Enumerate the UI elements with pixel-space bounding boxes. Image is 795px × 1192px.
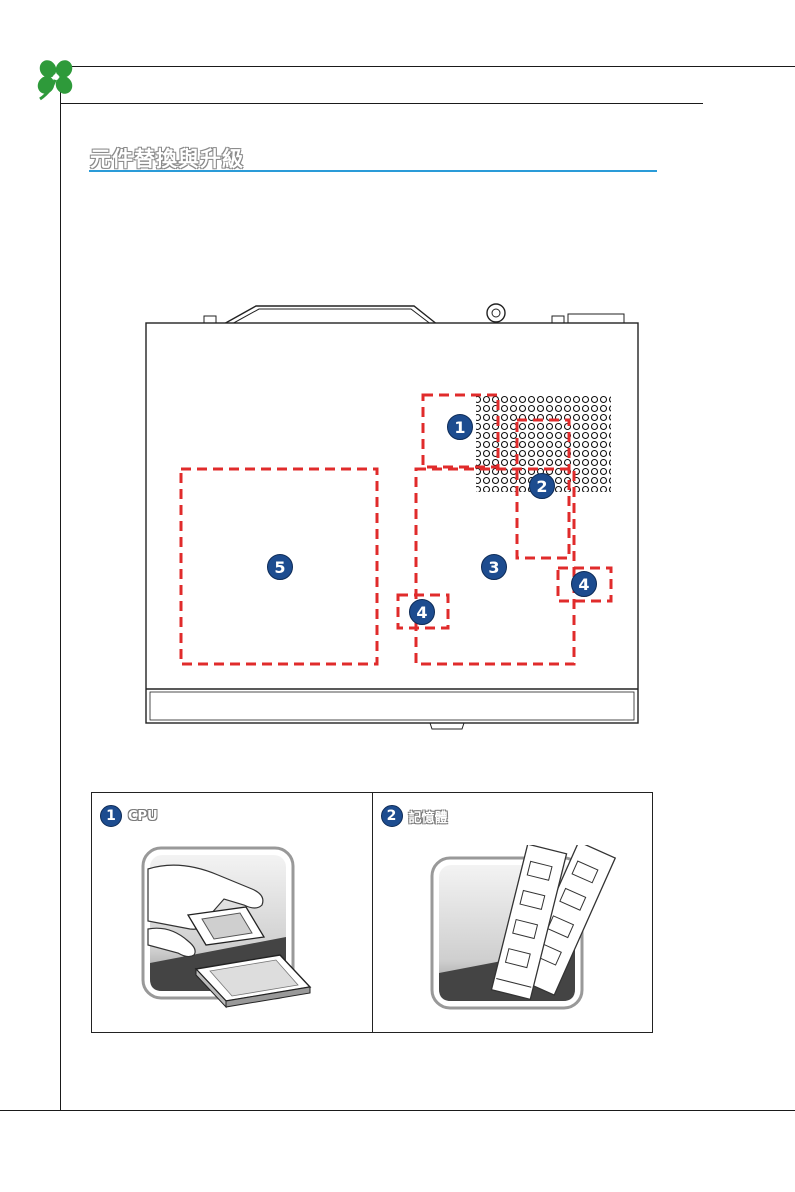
panel-memory-label: 記憶體 [409, 807, 448, 826]
memory-module-icon [429, 845, 619, 1015]
panel-cpu-number: 1 [100, 805, 122, 827]
panel-memory: 2 記憶體 [372, 793, 653, 1032]
panel-memory-number: 2 [381, 805, 403, 827]
cpu-install-icon [140, 845, 330, 1015]
component-panels: 1 CPU 2 記憶體 [91, 792, 653, 1033]
footer-rule [0, 1110, 795, 1111]
header-top-rule [60, 66, 795, 67]
panel-memory-header: 2 記憶體 [381, 805, 448, 827]
panel-cpu-header: 1 CPU [100, 805, 158, 827]
chassis-diagram [140, 296, 650, 736]
panel-cpu: 1 CPU [92, 793, 372, 1032]
left-margin-rule [60, 66, 61, 1111]
diagram-marker-3: 3 [481, 554, 507, 580]
diagram-marker-2: 2 [529, 473, 555, 499]
diagram-marker-4a: 4 [409, 599, 435, 625]
diagram-marker-1: 1 [447, 414, 473, 440]
section-title: 元件替換與升級 [90, 143, 244, 173]
clover-logo-icon [30, 55, 84, 105]
section-title-underline [89, 170, 657, 172]
header-bottom-rule [60, 103, 703, 104]
panel-cpu-label: CPU [128, 809, 158, 824]
diagram-marker-5: 5 [267, 554, 293, 580]
diagram-marker-4b: 4 [571, 571, 597, 597]
